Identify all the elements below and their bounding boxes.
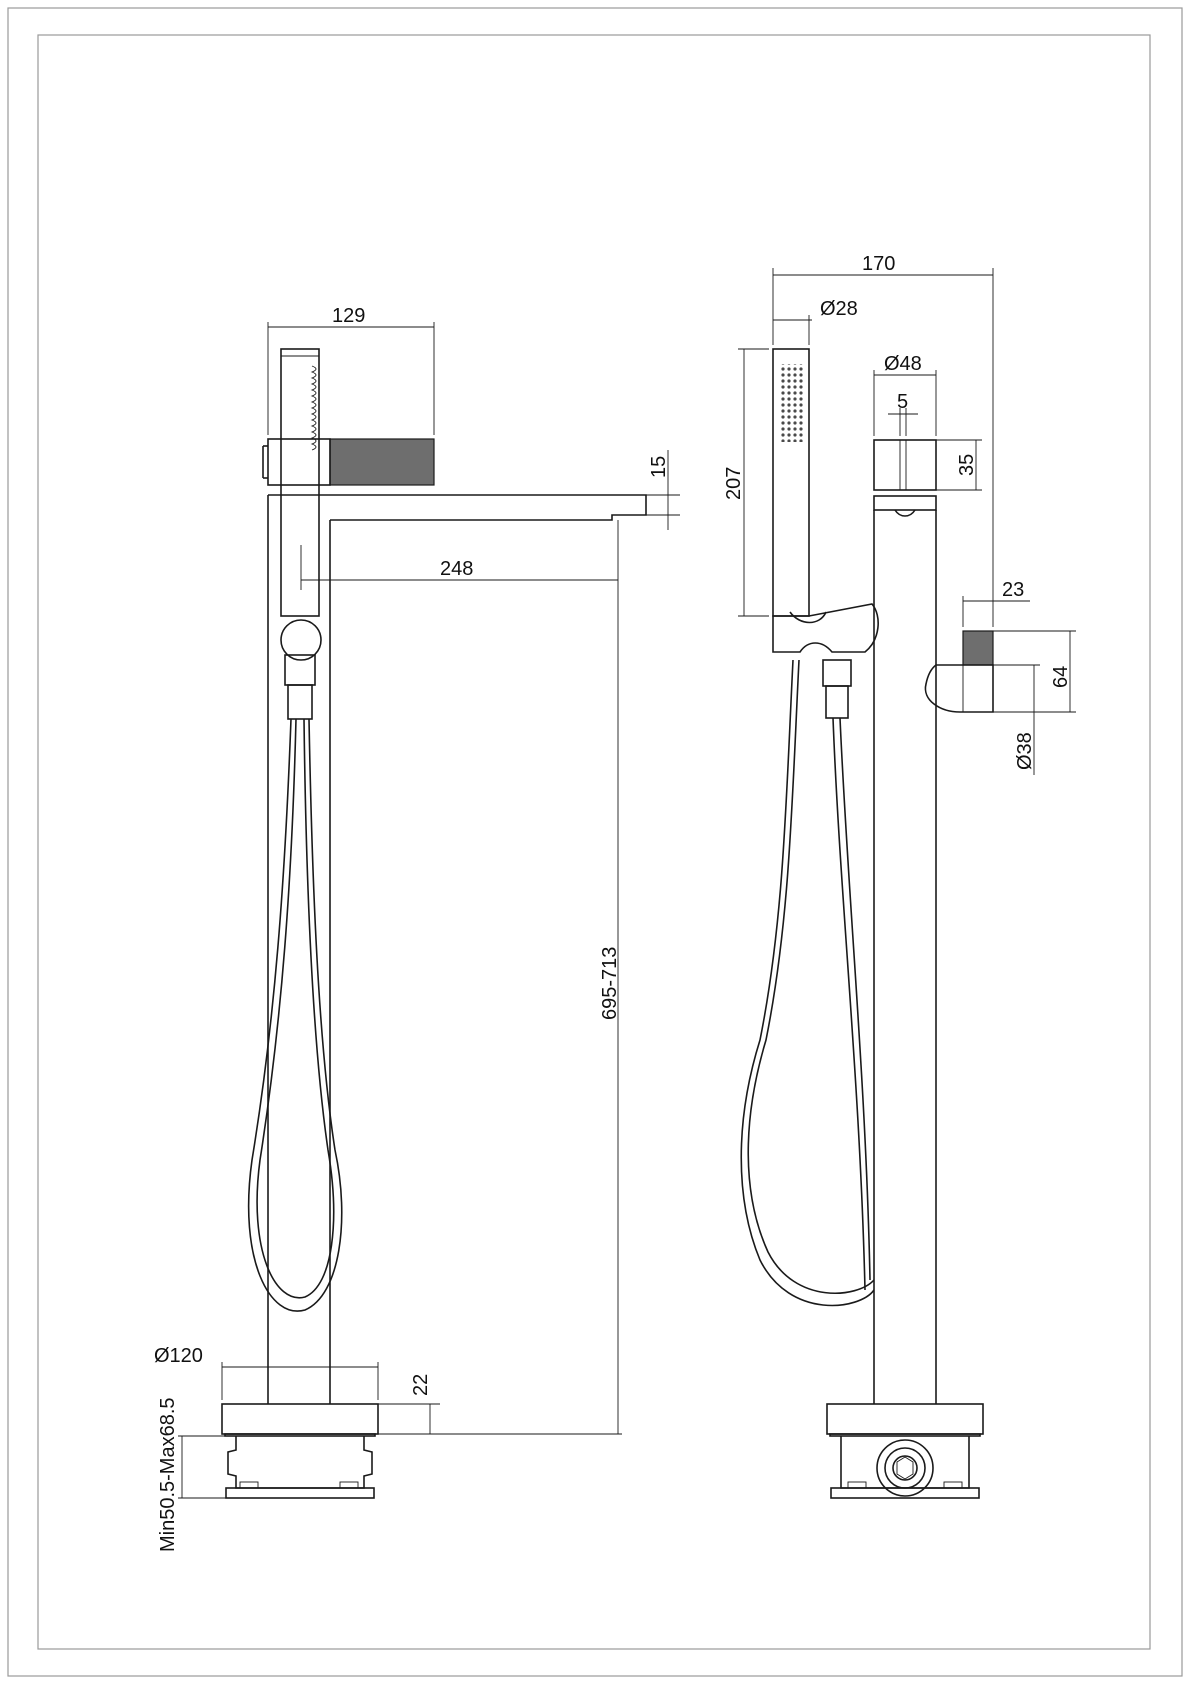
side-knob-knurl [962,630,994,666]
dim-label-207: 207 [723,467,745,500]
side-knob [924,664,994,713]
dim-label-diameter-28: Ø28 [820,298,858,320]
side-top-handle [873,439,937,491]
dim-label-129: 129 [332,305,365,327]
front-hose-holder [280,619,322,661]
front-install-box [227,1436,373,1489]
dim-label-diameter-120: Ø120 [154,1345,203,1367]
side-hose [740,659,875,1307]
shower-spring-icon [310,365,317,451]
side-shower-spray-face [779,364,803,442]
front-view: 129 15 248 695-713 Ø120 22 Min50.5-Max68… [154,305,680,1552]
dim-label-64: 64 [1050,666,1072,688]
side-base-flange [826,1403,984,1435]
dim-label-install-depth: Min50.5-Max68.5 [157,1397,179,1552]
dim-label-35: 35 [956,454,978,476]
dim-label-170: 170 [862,253,895,275]
side-inlet-port [876,1439,934,1497]
dim-label-22: 22 [410,1374,432,1396]
side-view: 170 Ø28 207 Ø48 5 35 23 64 [723,253,1076,1499]
dim-label-15: 15 [648,456,670,478]
dim-label-248: 248 [440,558,473,580]
front-spout [268,494,647,521]
front-handle-knurl [329,438,435,486]
dim-label-5: 5 [897,391,908,413]
front-hose [247,718,343,1312]
dim-label-diameter-38: Ø38 [1014,732,1036,770]
inner-border [37,34,1151,1650]
front-hand-shower [280,348,320,617]
dim-label-diameter-48: Ø48 [884,353,922,375]
dim-label-695-713: 695-713 [599,947,621,1020]
side-shower-holder [772,603,879,653]
outer-border [7,7,1183,1677]
front-base-flange [221,1403,379,1435]
dim-label-23: 23 [1002,579,1024,601]
